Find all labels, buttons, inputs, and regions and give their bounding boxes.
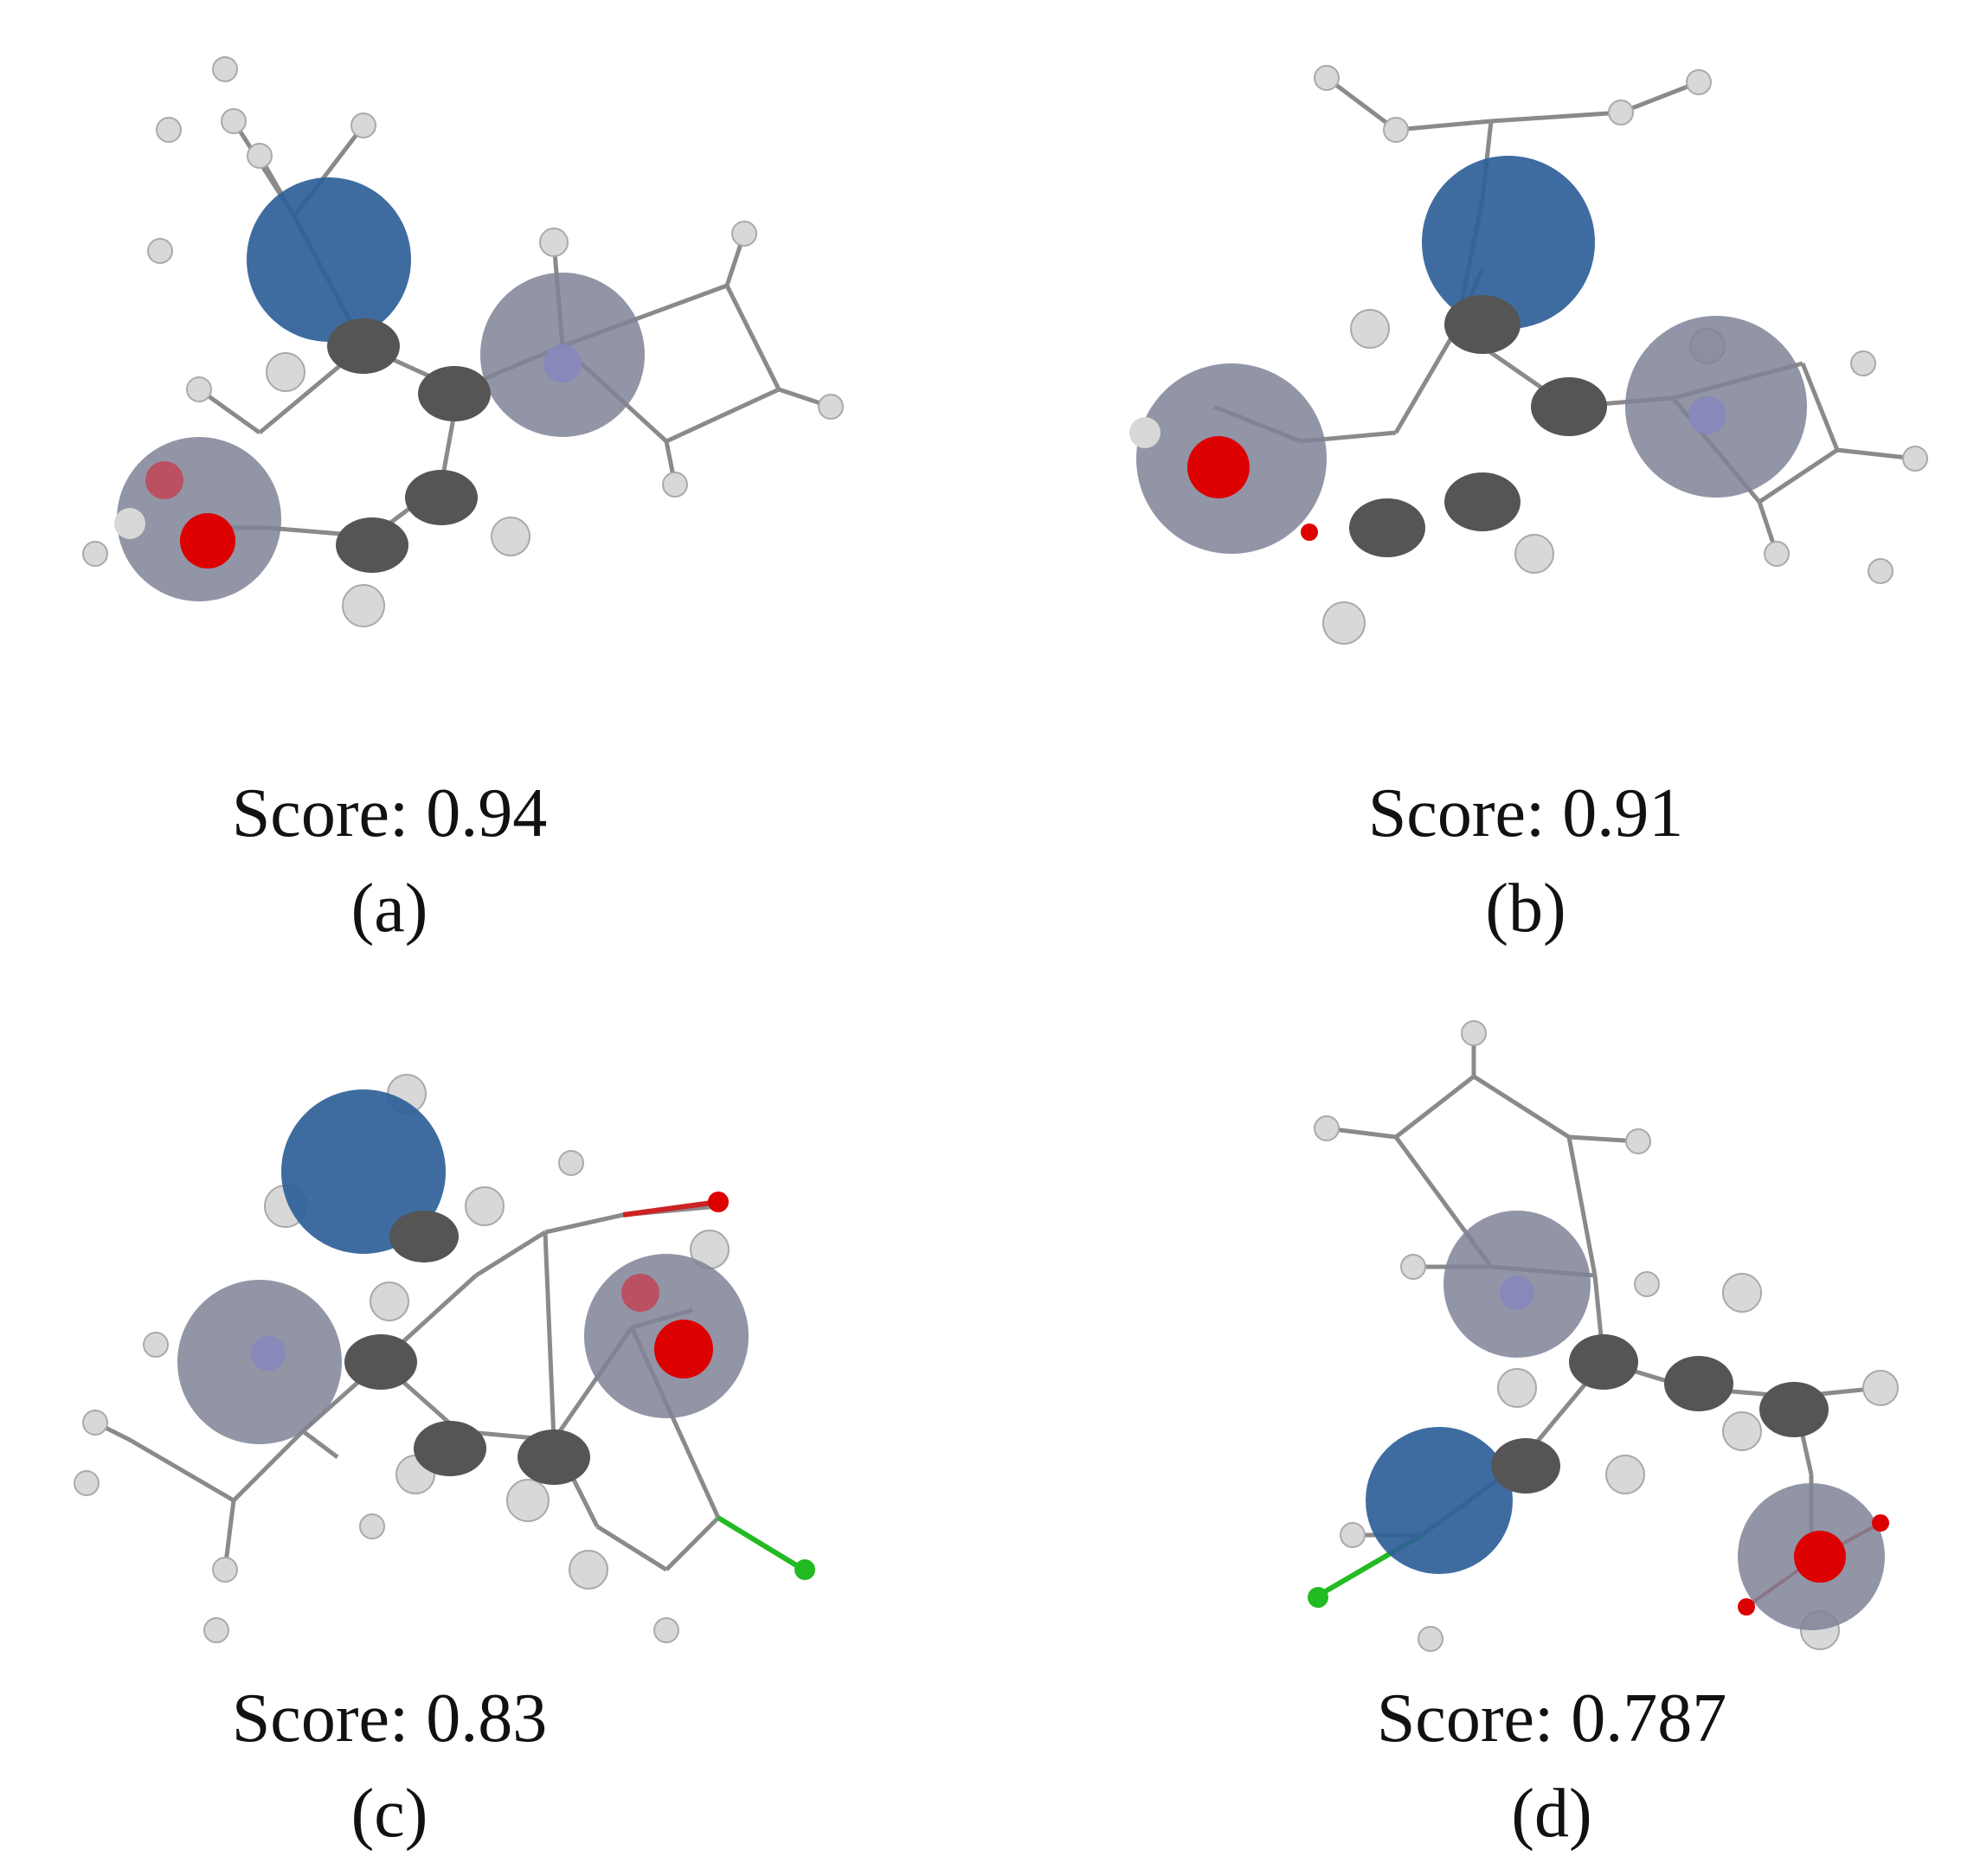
molecule-b: [1129, 65, 1928, 645]
panel-a: Score: 0.94 (a): [0, 0, 980, 943]
molecule-a: [82, 56, 844, 627]
label-d: (d): [1511, 1776, 1592, 1852]
score-c: Score: 0.83: [231, 1680, 548, 1757]
label-b: (b): [1485, 871, 1566, 947]
panel-c: Score: 0.83 (c): [0, 938, 980, 1876]
label-c: (c): [350, 1776, 428, 1852]
score-d: Score: 0.787: [1376, 1680, 1727, 1757]
score-b: Score: 0.91: [1367, 775, 1684, 851]
score-a: Score: 0.94: [231, 775, 548, 851]
panel-d: Score: 0.787 (d): [980, 938, 1961, 1876]
molecule-d: [1308, 1020, 1899, 1652]
label-a: (a): [350, 871, 428, 947]
molecule-c: [74, 1074, 815, 1643]
panel-b: Score: 0.91 (b): [980, 0, 1961, 943]
